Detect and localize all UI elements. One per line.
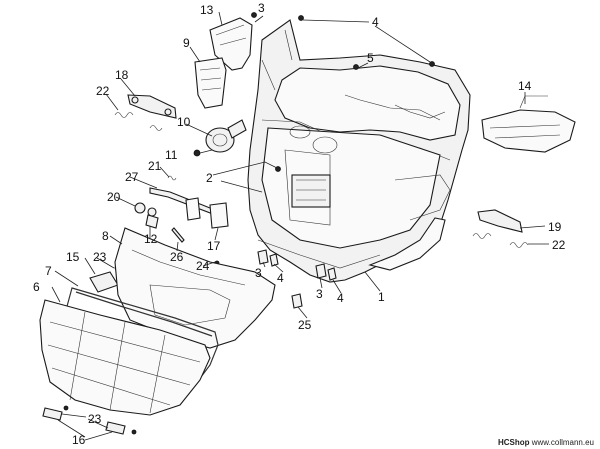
- callout-20: 20: [107, 190, 121, 204]
- callout-25: 25: [298, 318, 312, 332]
- callout-3: 3: [258, 1, 265, 15]
- callout-13: 13: [200, 3, 214, 17]
- callout-3-mid: 3: [255, 266, 262, 280]
- callout-11: 11: [165, 148, 178, 162]
- callout-2: 2: [206, 171, 213, 185]
- duct-part: [194, 57, 227, 109]
- lock-part: [193, 119, 247, 157]
- callout-9: 9: [183, 36, 190, 50]
- callout-6: 6: [33, 280, 40, 294]
- callout-4: 4: [372, 15, 379, 29]
- side-cover-part: [481, 95, 576, 153]
- callout-3-right: 3: [316, 287, 323, 301]
- callout-21: 21: [148, 159, 162, 173]
- bottom-clips: [42, 405, 137, 435]
- small-plate-part: [89, 265, 120, 293]
- callout-7: 7: [45, 264, 52, 278]
- callout-23-top: 23: [93, 250, 107, 264]
- callout-1: 1: [378, 290, 385, 304]
- callout-19: 19: [548, 220, 562, 234]
- front-shield-part: [247, 19, 471, 283]
- lower-panel-inner: [114, 227, 276, 349]
- callout-5: 5: [367, 51, 374, 65]
- callout-26: 26: [170, 250, 184, 264]
- callout-17: 17: [207, 239, 221, 253]
- callout-22-left: 22: [96, 84, 110, 98]
- callout-23-bottom: 23: [88, 412, 102, 426]
- callout-12: 12: [144, 232, 158, 246]
- callout-14: 14: [518, 79, 532, 93]
- lower-panel-outer: [39, 299, 211, 416]
- callout-22-right: 22: [552, 238, 566, 252]
- bracket-right-part: [472, 209, 529, 248]
- callout-8: 8: [102, 229, 109, 243]
- callout-27: 27: [125, 170, 139, 184]
- callout-18: 18: [115, 68, 129, 82]
- footer-shop: HCShop: [497, 438, 530, 447]
- callout-16: 16: [72, 433, 86, 447]
- callout-4-right: 4: [337, 291, 344, 305]
- callout-4-mid: 4: [277, 271, 284, 285]
- mirror-cover-part: [209, 17, 253, 71]
- callout-24: 24: [196, 259, 210, 273]
- callout-10: 10: [177, 115, 191, 129]
- watermark-footer: HCShop www.collmann.eu: [498, 438, 594, 447]
- callout-labels: 3 4 5 13 9 14 18 22 10 11 2 21 27 20 12 …: [33, 1, 566, 447]
- leader-lines: [51, 11, 549, 441]
- screws: [251, 12, 435, 309]
- bracket-left-part: [114, 94, 177, 131]
- callout-15: 15: [66, 250, 80, 264]
- footer-site: www.collmann.eu: [531, 438, 594, 447]
